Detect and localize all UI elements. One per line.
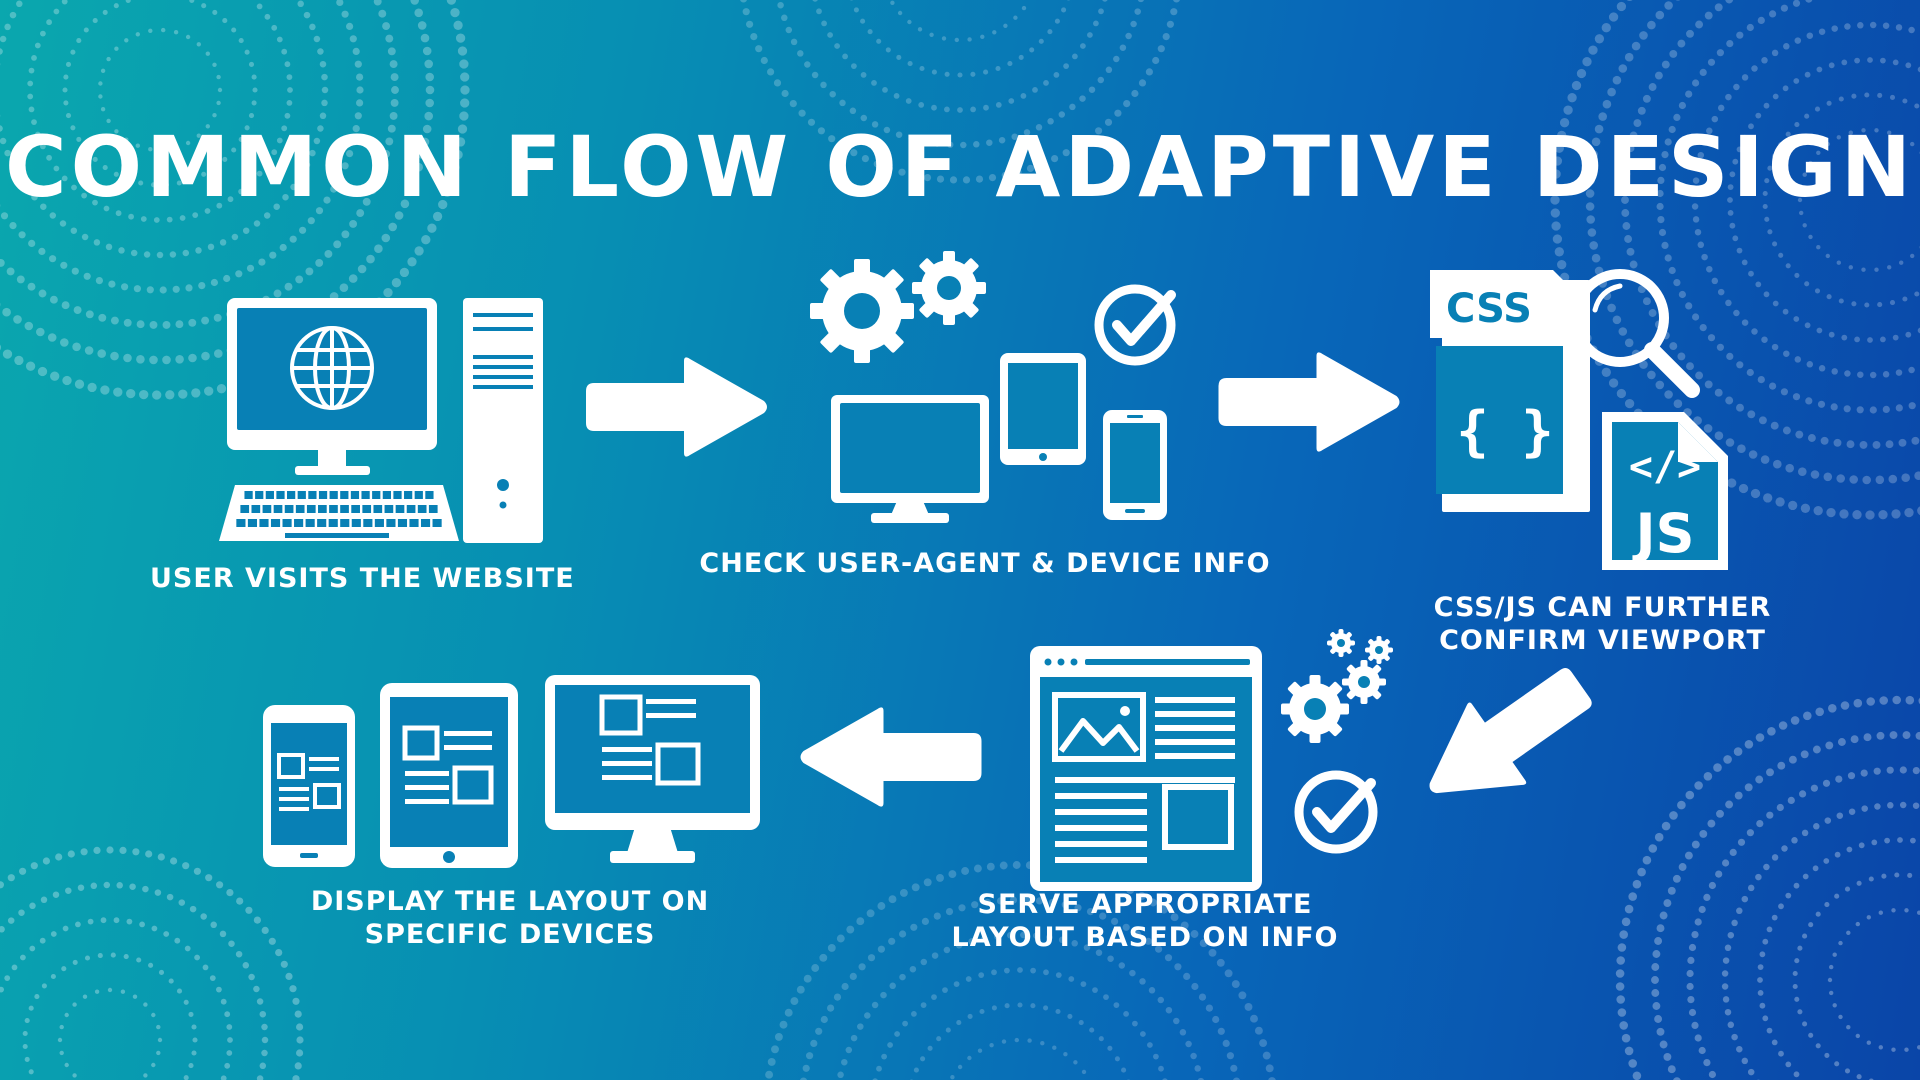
step-5-label-line: DISPLAY THE LAYOUT ON — [310, 886, 710, 917]
step-2-label-line: CHECK USER-AGENT & DEVICE INFO — [699, 548, 1271, 579]
step-1-label-line: USER VISITS THE WEBSITE — [150, 563, 575, 594]
js-code-tag: </> — [1629, 444, 1701, 490]
check-circle-icon — [1294, 770, 1378, 854]
step-4-label: SERVE APPROPRIATE LAYOUT BASED ON INFO — [935, 888, 1355, 954]
step-4-label-line: LAYOUT BASED ON INFO — [951, 922, 1339, 953]
step-3-label: CSS/JS CAN FURTHER CONFIRM VIEWPORT — [1405, 591, 1800, 657]
step-3-label-line: CSS/JS CAN FURTHER — [1433, 592, 1772, 623]
step-2-label: CHECK USER-AGENT & DEVICE INFO — [690, 547, 1280, 580]
gear-icon — [810, 259, 914, 363]
step-4-label-line: SERVE APPROPRIATE — [977, 889, 1313, 920]
diagram-title: COMMON FLOW OF ADAPTIVE DESIGN — [4, 118, 1916, 216]
tablet-icon — [1000, 353, 1086, 465]
monitor-layout-icon — [545, 675, 760, 863]
magnifier-icon — [1571, 269, 1700, 398]
css-braces-label: { } — [1456, 400, 1554, 463]
check-circle-icon — [1094, 284, 1176, 366]
desktop-computer-globe-icon — [219, 298, 543, 543]
js-file-label: JS — [1632, 502, 1695, 565]
devices-gears-check-icon — [810, 251, 1176, 523]
tablet-layout-icon — [380, 683, 518, 868]
arrow-left-icon — [800, 707, 982, 807]
smartphone-layout-icon — [263, 705, 355, 867]
css-file-label: CSS — [1446, 286, 1532, 332]
smartphone-icon — [1103, 410, 1167, 520]
arrow-right-icon — [1218, 352, 1400, 452]
step-3-label-line: CONFIRM VIEWPORT — [1439, 625, 1766, 656]
step-1-label: USER VISITS THE WEBSITE — [150, 562, 575, 595]
js-file-icon: </> JS — [1602, 412, 1728, 570]
css-file-icon: CSS { } — [1430, 270, 1590, 512]
gear-icon — [1342, 660, 1386, 704]
step-5-label: DISPLAY THE LAYOUT ON SPECIFIC DEVICES — [300, 885, 720, 951]
gear-icon — [1327, 629, 1355, 657]
browser-window-icon — [1030, 646, 1262, 891]
arrow-down-left-icon — [1429, 667, 1592, 794]
image-placeholder-icon — [1052, 692, 1146, 762]
web-layout-gears-check-icon — [1030, 629, 1393, 891]
arrow-right-icon — [586, 357, 767, 457]
monitor-icon — [831, 395, 989, 523]
gear-icon — [1365, 636, 1393, 664]
css-js-files-magnifier-icon: CSS { } </> JS — [1430, 269, 1728, 570]
step-5-label-line: SPECIFIC DEVICES — [364, 919, 656, 950]
gear-icon — [912, 251, 986, 325]
responsive-devices-icon — [263, 675, 760, 868]
gear-icon — [1281, 675, 1349, 743]
